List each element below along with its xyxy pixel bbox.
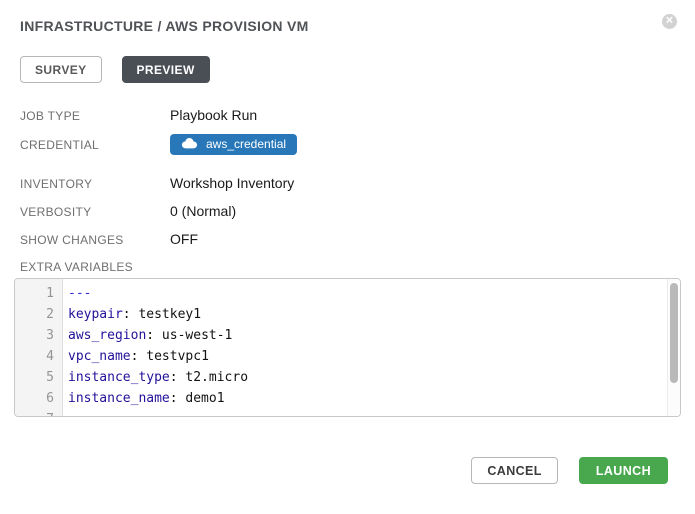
yaml-value: : demo1 [169,390,225,406]
cancel-button[interactable]: CANCEL [471,457,558,484]
inventory-label: INVENTORY [20,176,93,191]
yaml-key: instance_type [68,369,170,385]
yaml-value: : us-west-1 [146,327,233,343]
show-changes-value: OFF [170,230,198,247]
yaml-key: keypair [68,306,123,322]
detail-row-inventory: INVENTORY Workshop Inventory [20,175,681,191]
editor-gutter [15,278,63,416]
editor-line: 2 keypair: testkey1 [15,304,667,325]
yaml-value: : testvpc1 [130,348,209,364]
verbosity-value: 0 (Normal) [170,202,237,219]
editor-line: 7 [15,409,667,416]
yaml-key: instance_name [68,390,170,406]
credential-badge[interactable]: aws_credential [170,133,298,155]
yaml-doc-separator: --- [68,285,92,301]
detail-row-credential: CREDENTIAL aws_credential [20,133,681,155]
tab-preview[interactable]: PREVIEW [121,56,210,83]
tab-bar: SURVEY PREVIEW [20,56,681,83]
tab-survey[interactable]: SURVEY [20,56,102,83]
modal-header: INFRASTRUCTURE / AWS PROVISION VM ✕ [14,14,681,34]
line-number: 3 [46,327,54,343]
extra-variables-label: EXTRA VARIABLES [20,259,133,274]
show-changes-label: SHOW CHANGES [20,232,124,247]
cloud-icon [181,138,198,149]
line-number: 4 [46,348,54,364]
detail-row-job-type: JOB TYPE Playbook Run [20,107,681,123]
line-number: 7 [15,409,63,416]
scrollbar-thumb[interactable] [670,282,678,383]
line-number: 6 [46,390,54,406]
modal-title: INFRASTRUCTURE / AWS PROVISION VM [20,18,309,34]
detail-row-show-changes: SHOW CHANGES OFF [20,231,681,247]
job-type-label: JOB TYPE [20,109,81,123]
close-button[interactable]: ✕ [662,14,677,29]
editor-line: 1 --- [15,283,667,304]
editor-line: 5 instance_type: t2.micro [15,367,667,388]
launch-button[interactable]: LAUNCH [578,457,668,484]
inventory-value: Workshop Inventory [170,174,295,191]
yaml-key: vpc_name [68,348,131,364]
yaml-value: : testkey1 [122,306,202,322]
modal-footer: CANCEL LAUNCH [471,457,668,484]
verbosity-label: VERBOSITY [20,204,92,219]
line-number: 5 [46,369,54,385]
close-icon: ✕ [665,15,674,26]
job-details: JOB TYPE Playbook Run CREDENTIAL aws_cre… [20,107,681,247]
editor-line: 6 instance_name: demo1 [15,388,667,409]
yaml-key: aws_region [68,327,147,343]
line-number: 1 [46,285,54,301]
credential-badge-label: aws_credential [206,136,287,151]
line-number: 2 [46,306,54,322]
editor-line: 3 aws_region: us-west-1 [15,325,667,346]
extra-variables-editor[interactable]: 1 --- 2 keypair: testkey1 3 aws_region: … [14,277,681,417]
editor-line: 4 vpc_name: testvpc1 [15,346,667,367]
credential-label: CREDENTIAL [20,138,100,152]
editor-lines: 1 --- 2 keypair: testkey1 3 aws_region: … [15,283,667,416]
detail-row-verbosity: VERBOSITY 0 (Normal) [20,203,681,219]
editor-scrollbar[interactable] [667,278,680,416]
job-type-value: Playbook Run [170,107,258,123]
yaml-value: : t2.micro [169,369,249,385]
